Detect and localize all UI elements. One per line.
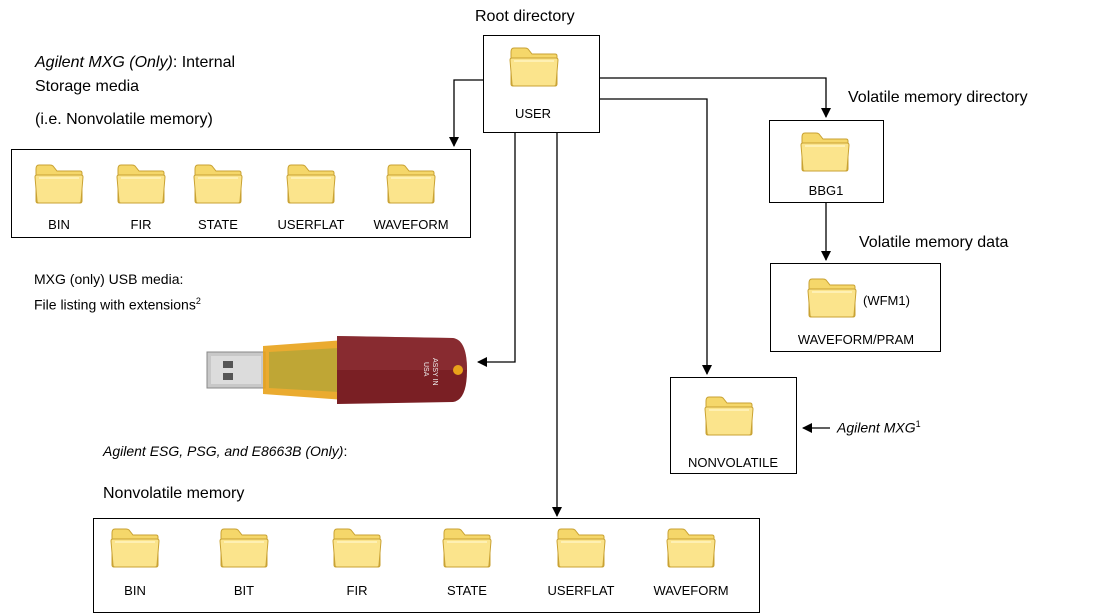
folder-icon [703,393,755,442]
esg-folder-label: STATE [447,583,487,598]
esg-heading: Agilent ESG, PSG, and E8663B (Only): [103,443,348,459]
folder-icon [799,129,851,178]
folder-icon[interactable] [555,525,607,574]
mxg-folder-label: STATE [198,217,238,232]
agilent-mxg-pointer-text: Agilent MXG1 [837,419,921,436]
folder-icon[interactable] [385,161,437,210]
volatile-data-tag: (WFM1) [863,293,910,308]
esg-folder-label: FIR [346,583,368,598]
usb-stick-text-2: USA [422,362,429,377]
usb-stick-image: ASSY IN USA [206,336,467,404]
esg-folder-label: USERFLAT [547,583,615,598]
usb-line1: MXG (only) USB media: [34,271,184,287]
usb-line2: File listing with extensions2 [34,296,201,313]
mxg-internal-heading: Agilent MXG (Only): Internal [35,54,236,71]
mxg-folder-label: USERFLAT [277,217,345,232]
volatile-dir-heading: Volatile memory directory [848,89,1028,106]
volatile-dir-label: BBG1 [808,183,844,198]
mxg-folder-label: WAVEFORM [373,217,449,232]
arrow-to-mxg-internal [449,79,483,147]
volatile-data-label: WAVEFORM/PRAM [797,332,915,347]
esg-folder-label: BIT [233,583,255,598]
folder-icon [508,44,560,93]
folder-icon[interactable] [441,525,493,574]
folder-icon[interactable] [665,525,717,574]
arrow-to-nonvolatile [600,98,712,375]
esg-folder-label: BIN [124,583,146,598]
folder-icon[interactable] [115,161,167,210]
mxg-folder-label: FIR [130,217,152,232]
esg-folder-label: WAVEFORM [653,583,729,598]
arrow-to-usb [477,133,516,367]
esg-line2: Nonvolatile memory [103,485,245,502]
folder-icon[interactable] [33,161,85,210]
mxg-internal-line3: (i.e. Nonvolatile memory) [35,111,213,128]
root-heading: Root directory [475,8,575,25]
folder-icon[interactable] [192,161,244,210]
root-folder-label: USER [514,106,552,121]
mxg-folder-label: BIN [48,217,70,232]
esg-box [93,518,760,613]
folder-icon[interactable] [285,161,337,210]
arrow-to-bbg1 [600,77,831,118]
volatile-data-heading: Volatile memory data [859,234,1009,251]
folder-icon[interactable] [109,525,161,574]
usb-stick-text-1: ASSY IN [431,358,438,386]
nonvolatile-label: NONVOLATILE [687,455,779,470]
folder-icon [806,275,858,324]
folder-icon[interactable] [218,525,270,574]
mxg-internal-line2: Storage media [35,78,140,95]
folder-icon[interactable] [331,525,383,574]
